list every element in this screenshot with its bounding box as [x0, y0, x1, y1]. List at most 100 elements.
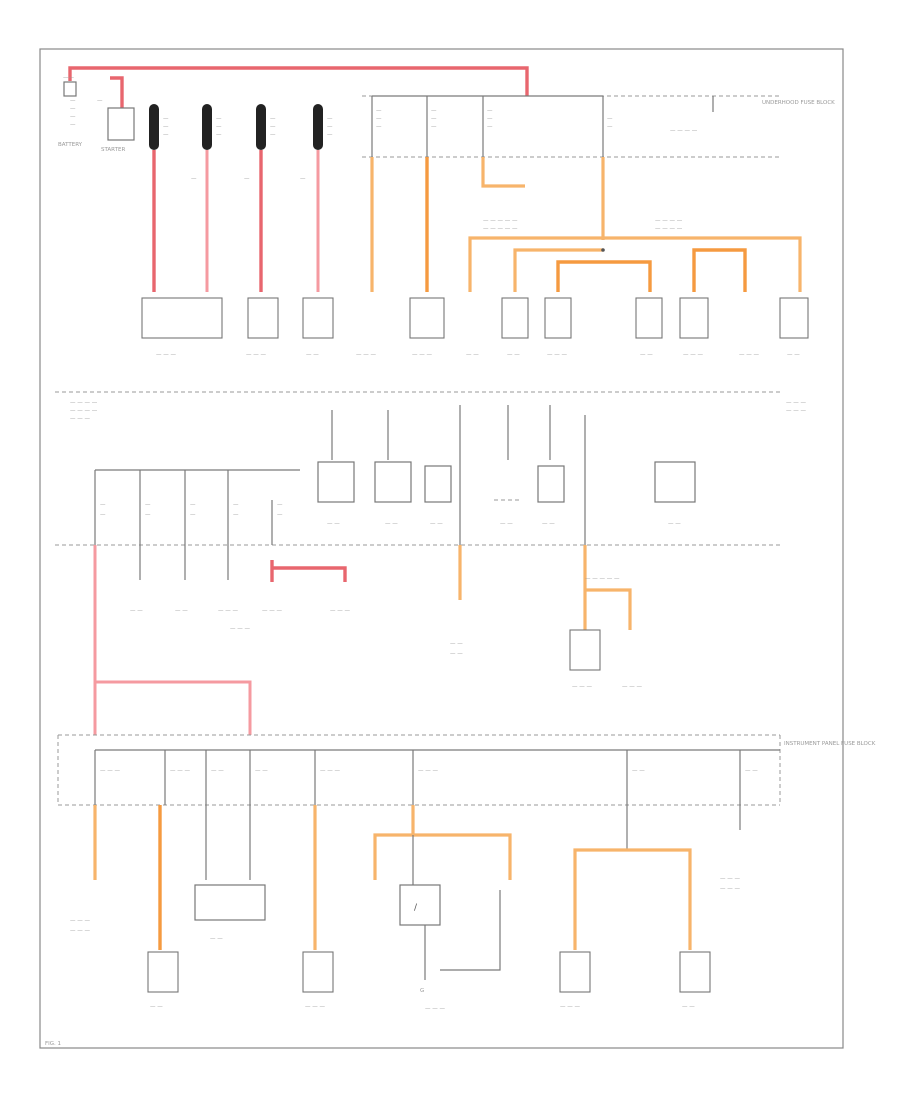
svg-text:—: — — [327, 116, 333, 122]
svg-text:—: — — [191, 176, 197, 182]
svg-text:—: — — [190, 502, 196, 508]
underhood-outputs: — — — — — — — — — — — — — — — — — — — [370, 157, 802, 292]
svg-text:—: — — [216, 132, 222, 138]
svg-text:—: — — [216, 116, 222, 122]
svg-text:/: / — [414, 903, 418, 913]
svg-text:— — —: — — — — [156, 352, 176, 358]
svg-text:—: — — [233, 512, 239, 518]
svg-text:— — — —: — — — — — [655, 226, 683, 232]
svg-text:— — — —: — — — — — [670, 128, 698, 134]
svg-text:— — —: — — — — [218, 608, 238, 614]
svg-text:— — —: — — — — [262, 608, 282, 614]
svg-text:— — — — —: — — — — — — [483, 218, 518, 224]
svg-text:—: — — [145, 502, 151, 508]
svg-text:— —: — — — [211, 768, 224, 774]
svg-text:—: — — [487, 124, 493, 130]
svg-text:— — —: — — — — [739, 352, 759, 358]
svg-text:—: — — [70, 114, 76, 120]
battery-group: —— — — — — BATTERY — STARTER — [58, 66, 529, 153]
svg-text:— — —: — — — — [572, 684, 592, 690]
battery-label: BATTERY — [58, 142, 83, 148]
svg-text:—: — — [163, 116, 169, 122]
starter-label: STARTER — [101, 147, 125, 153]
instrument-box-label: INSTRUMENT PANEL FUSE BLOCK — [784, 741, 876, 747]
svg-text:— — —: — — — — [170, 768, 190, 774]
svg-text:— — — — —: — — — — — — [483, 226, 518, 232]
instrument-panel-fuse-block: — — — — — — — — — — — — — — — — — — — — … — [57, 734, 876, 806]
svg-text:— —: — — — [210, 936, 223, 942]
svg-text:— — —: — — — — [330, 608, 350, 614]
svg-text:— —: — — — [450, 641, 463, 647]
svg-text:— — —: — — — — [70, 928, 90, 934]
svg-text:— — —: — — — — [720, 876, 740, 882]
underhood-fuse-block: ——— ——— ——— —— — — — — UNDERHOOD FUSE BL… — [362, 95, 835, 158]
svg-text:—: — — [190, 512, 196, 518]
svg-text:— — —: — — — — [560, 1004, 580, 1010]
svg-text:— — —: — — — — [547, 352, 567, 358]
svg-text:— —: — — — [450, 651, 463, 657]
svg-text:— — —: — — — — [305, 1004, 325, 1010]
svg-text:— —: — — — [327, 521, 340, 527]
svg-text:—: — — [487, 116, 493, 122]
svg-text:—: — — [270, 116, 276, 122]
svg-text:—: — — [100, 512, 106, 518]
svg-text:— — —: — — — — [320, 768, 340, 774]
svg-text:— —: — — — [150, 1004, 163, 1010]
svg-text:—: — — [244, 176, 250, 182]
battery-symbol — [63, 81, 77, 97]
svg-text:—: — — [607, 124, 613, 130]
svg-text:—: — — [487, 108, 493, 114]
svg-text:— —: — — — [500, 521, 513, 527]
svg-text:—: — — [100, 502, 106, 508]
instrument-panel-outputs: / — — — — — — — — — — — — — — — — — — — … — [70, 805, 741, 1012]
svg-text:— — —: — — — — [720, 886, 740, 892]
svg-text:— — —: — — — — [418, 768, 438, 774]
svg-text:— —: — — — [255, 768, 268, 774]
svg-text:—: — — [216, 124, 222, 130]
svg-text:— — —: — — — — [412, 352, 432, 358]
svg-text:— —: — — — [542, 521, 555, 527]
svg-text:— —: — — — [466, 352, 479, 358]
underhood-box-label: UNDERHOOD FUSE BLOCK — [762, 100, 835, 106]
svg-text:— —: — — — [385, 521, 398, 527]
svg-text:—: — — [327, 132, 333, 138]
svg-text:—: — — [431, 124, 437, 130]
svg-text:— — — — —: — — — — — — [585, 576, 620, 582]
svg-text:—: — — [376, 116, 382, 122]
fusible-links: ——— ——— ——— ——— — — — — [149, 104, 333, 292]
svg-text:—: — — [431, 116, 437, 122]
svg-text:— —: — — — [430, 521, 443, 527]
svg-text:—: — — [70, 122, 76, 128]
row1-components: — — — — — — — — — — — — — — — — — — — — … — [141, 297, 809, 358]
svg-text:—: — — [270, 132, 276, 138]
svg-text:— —: — — — [745, 768, 758, 774]
svg-text:— —: — — — [507, 352, 520, 358]
svg-text:—: — — [327, 124, 333, 130]
svg-text:— — — —: — — — — — [70, 400, 98, 406]
svg-text:—: — — [163, 124, 169, 130]
svg-text:——: —— — [63, 75, 75, 81]
svg-text:—: — — [70, 106, 76, 112]
svg-text:— — —: — — — — [786, 408, 806, 414]
svg-text:— —: — — — [130, 608, 143, 614]
svg-text:— —: — — — [175, 608, 188, 614]
svg-text:— —: — — — [632, 768, 645, 774]
svg-text:— — — —: — — — — — [70, 408, 98, 414]
svg-text:—: — — [277, 502, 283, 508]
relay-center-outputs: — — — — — — — — — — — — — — — — — — — — … — [130, 545, 642, 690]
svg-text:— —: — — — [787, 352, 800, 358]
svg-text:—: — — [233, 502, 239, 508]
svg-text:—: — — [145, 512, 151, 518]
svg-text:—: — — [300, 176, 306, 182]
svg-text:—: — — [277, 512, 283, 518]
svg-text:—: — — [97, 98, 103, 104]
svg-text:— — —: — — — — [356, 352, 376, 358]
starter-symbol — [107, 107, 135, 141]
svg-text:— — —: — — — — [230, 626, 250, 632]
svg-text:—: — — [376, 108, 382, 114]
svg-text:— — — —: — — — — — [655, 218, 683, 224]
svg-text:— —: — — — [640, 352, 653, 358]
svg-text:—: — — [376, 124, 382, 130]
svg-text:— —: — — — [306, 352, 319, 358]
